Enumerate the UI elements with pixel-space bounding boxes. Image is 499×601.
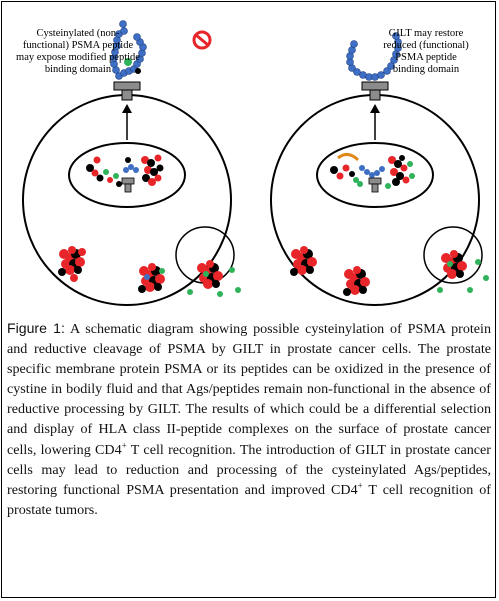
right-endosome	[423, 226, 483, 284]
left-peptide	[110, 20, 147, 80]
right-cell	[270, 32, 489, 306]
right-nucleus-proteins	[330, 153, 415, 193]
left-nucleus-proteins	[86, 154, 164, 193]
figure-caption: Figure 1: A schematic diagram showing po…	[7, 318, 491, 520]
left-hla-receptor	[113, 81, 141, 101]
caption-sup-1: +	[121, 439, 127, 450]
left-cell-label: Cysteinylated (non- functional) PSMA pep…	[16, 28, 140, 75]
no-entry-icon	[192, 30, 212, 50]
caption-sup-2: +	[357, 480, 363, 491]
right-nucleus	[316, 142, 434, 208]
left-nucleus	[68, 142, 186, 208]
caption-text-2: T cell recognition. The introduction of …	[7, 441, 491, 498]
right-hla-receptor	[361, 81, 389, 101]
caption-text-3: T cell recognition of prostate tumors.	[7, 481, 492, 518]
caption-text-1: A schematic diagram showing possible cys…	[7, 321, 492, 458]
caption-label: Figure 1:	[7, 320, 65, 336]
left-membrane-proteins	[58, 246, 241, 297]
right-membrane-proteins	[290, 246, 489, 296]
left-cell	[22, 20, 241, 306]
schematic-diagram	[22, 20, 489, 306]
right-peptide	[346, 32, 402, 81]
right-cell-label: GILT may restore reduced (functional) PS…	[383, 28, 469, 75]
